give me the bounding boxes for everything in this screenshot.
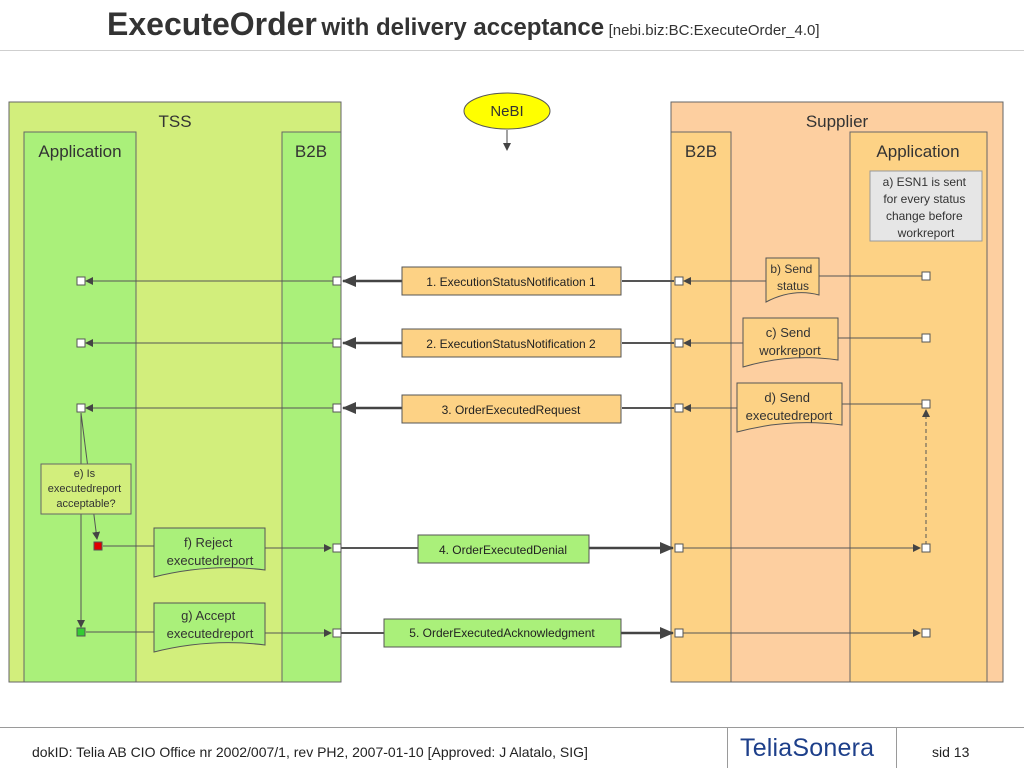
supplier-application-label: Application (876, 142, 959, 161)
page-title: ExecuteOrder with delivery acceptance [n… (107, 6, 820, 43)
teliasonera-logo: TeliaSonera (727, 728, 897, 768)
note-g: g) Accept executedreport (153, 602, 266, 653)
note-e: e) Is executedreport acceptable? (40, 463, 132, 515)
tss-pool: TSS Application B2B (8, 101, 342, 683)
message-1: 1. ExecutionStatusNotification 1 (401, 266, 622, 296)
message-4: 4. OrderExecutedDenial (417, 534, 590, 564)
message-3: 3. OrderExecutedRequest (401, 394, 622, 424)
title-rule (0, 50, 1024, 51)
svg-text:g) Accept executedreport: g) Accept executedreport (167, 608, 254, 641)
title-main: ExecuteOrder (107, 6, 317, 42)
note-b: b) Send status (765, 257, 820, 303)
flow-row-1 (76, 271, 931, 287)
flow-row-2 (76, 333, 931, 349)
footer-divider (0, 727, 1024, 728)
logo-text: TeliaSonera (740, 734, 875, 762)
title-sub: with delivery acceptance (321, 14, 605, 41)
nebi-label: NeBI (490, 103, 523, 120)
tss-application-label: Application (38, 142, 121, 161)
svg-text:b) Send status: b) Send status (770, 262, 815, 293)
svg-text:2. ExecutionStatusNotification: 2. ExecutionStatusNotification 2 (426, 337, 596, 351)
svg-text:d) Send executedreport: d) Send executedreport (746, 390, 833, 423)
tss-b2b-lane (281, 131, 342, 683)
footer-doc-id: dokID: Telia AB CIO Office nr 2002/007/1… (32, 744, 588, 760)
svg-text:3. OrderExecutedRequest: 3. OrderExecutedRequest (442, 403, 581, 417)
svg-text:c) Send workreport: c) Send workreport (758, 325, 821, 358)
message-5: 5. OrderExecutedAcknowledgment (383, 618, 622, 648)
svg-text:1. ExecutionStatusNotification: 1. ExecutionStatusNotification 1 (426, 275, 596, 289)
title-ref: [nebi.biz:BC:ExecuteOrder_4.0] (608, 22, 820, 39)
tss-b2b-label: B2B (295, 142, 327, 161)
supplier-b2b-label: B2B (685, 142, 717, 161)
flow-row-5 (76, 627, 931, 639)
accept-marker (76, 627, 86, 637)
svg-text:f) Reject executedreport: f) Reject executedreport (167, 535, 254, 568)
note-c: c) Send workreport (742, 317, 839, 368)
note-a: a) ESN1 is sent for every status change … (869, 170, 983, 242)
svg-text:e) Is executedreport: e) Is executedreport acceptable? (48, 468, 124, 510)
message-2: 2. ExecutionStatusNotification 2 (401, 328, 622, 358)
tss-label: TSS (158, 112, 191, 131)
svg-text:5. OrderExecutedAcknowledgment: 5. OrderExecutedAcknowledgment (409, 626, 595, 640)
flow-row-3 (76, 399, 931, 414)
svg-text:4. OrderExecutedDenial: 4. OrderExecutedDenial (439, 543, 567, 557)
note-d: d) Send executedreport (736, 382, 843, 433)
reject-marker (93, 541, 103, 551)
supplier-label: Supplier (806, 112, 869, 131)
svg-text:a) ESN1 is sent for ever: a) ESN1 is sent for every status change … (883, 175, 970, 240)
page-number: sid 13 (932, 744, 970, 760)
note-f: f) Reject executedreport (153, 527, 266, 578)
flow-row-4 (93, 541, 931, 554)
nebi-ellipse: NeBI (463, 92, 551, 151)
